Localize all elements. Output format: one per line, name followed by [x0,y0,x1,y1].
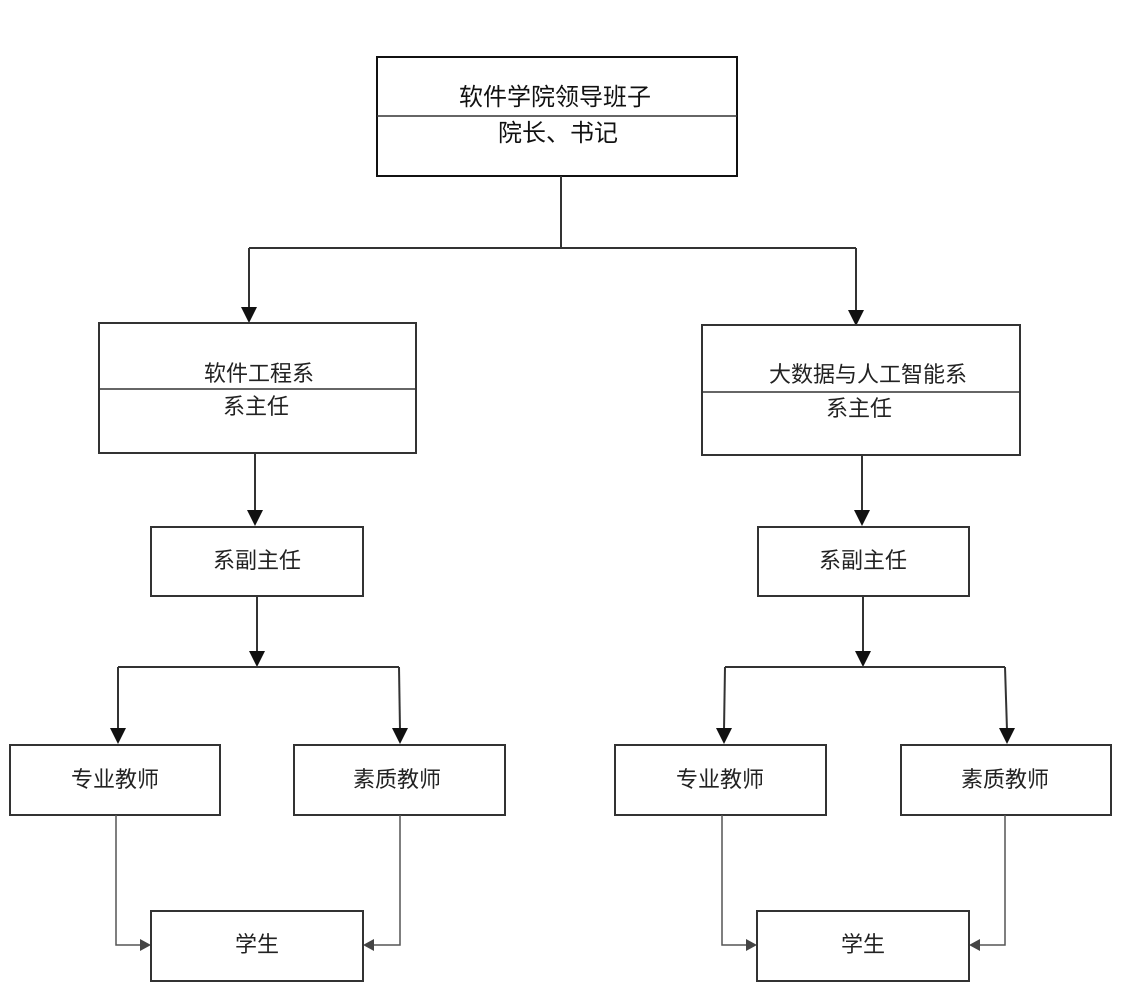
dept-head-1: 系主任 [223,395,289,420]
arrow-teacher-b-2 [999,728,1015,744]
teacher-box-b-2 [900,744,1112,816]
arrow-teacher-a-2 [716,728,732,744]
teacher-box-b-1 [293,744,506,816]
deputy-box-1 [150,526,364,597]
dept-head-2: 系主任 [826,397,892,422]
arrow-teacher-b-student-1 [363,939,374,951]
arrow-head-deputy-2 [854,510,870,526]
dept-box-2 [701,324,1021,456]
dept-name-2: 大数据与人工智能系 [769,363,967,388]
teacher-label-a-2: 专业教师 [676,768,764,793]
teacher-box-a-2 [614,744,827,816]
dept-name-1: 软件工程系 [204,362,314,387]
arrow-teacher-b-1 [392,728,408,744]
leadership-connectors [241,176,864,326]
deputy-label-1: 系副主任 [213,549,301,574]
deputy-label-2: 系副主任 [819,549,907,574]
student-label-2: 学生 [841,933,885,958]
connector-teacher-b-student-2 [980,815,1006,946]
teacher-box-a-1 [9,744,221,816]
teacher-label-b-1: 素质教师 [353,768,441,793]
student-box-1 [150,910,364,982]
arrow-to-dept-1 [241,307,257,323]
arrow-teacher-a-1 [110,728,126,744]
connector-teacher-a-student-2 [721,815,746,946]
department-branch-1: 软件工程系 系主任 系副主任 专业教师 素质教师 学生 [9,322,506,982]
arrow-head-deputy-1 [247,510,263,526]
arrow-to-dept-2 [848,310,864,326]
teacher-label-a-1: 专业教师 [71,768,159,793]
connector-teacher-b-2 [1004,666,1008,731]
connector-teacher-b-1 [398,666,401,731]
connector-teacher-b-student-1 [374,815,401,946]
student-label-1: 学生 [235,933,279,958]
arrow-deputy-bus-1 [249,651,265,667]
dept-box-1 [98,322,417,454]
connector-teacher-a-student-1 [115,815,140,946]
arrow-teacher-b-student-2 [969,939,980,951]
teacher-label-b-2: 素质教师 [961,768,1049,793]
connector-teacher-a-2 [723,666,726,731]
arrow-deputy-bus-2 [855,651,871,667]
arrow-teacher-a-student-2 [746,939,757,951]
leadership-title: 软件学院领导班子 [459,83,651,111]
department-branch-2: 大数据与人工智能系 系主任 系副主任 专业教师 素质教师 学生 [614,324,1112,982]
student-box-2 [756,910,970,982]
leadership-node: 软件学院领导班子 院长、书记 [376,56,738,177]
arrow-teacher-a-student-1 [140,939,151,951]
leadership-role: 院长、书记 [498,119,618,147]
